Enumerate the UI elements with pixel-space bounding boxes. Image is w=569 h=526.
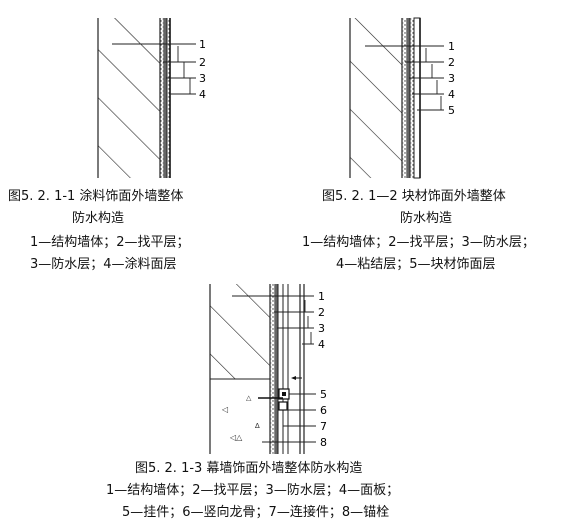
fig2-caption-subtitle: 防水构造 [400, 211, 453, 226]
fig3-callout-numbers: 1 2 3 4 5 6 7 8 [318, 290, 327, 449]
fig1-callout-1: 1 [199, 38, 206, 51]
fig3-waterproof-layer [275, 284, 278, 454]
figure-2-drawing [349, 17, 444, 179]
fig2-waterproof-layer [407, 18, 410, 178]
fig3-leader-4 [302, 332, 314, 345]
fig1-leveling-layer [160, 18, 164, 178]
fig2-leveling-layer [402, 18, 407, 178]
svg-text:△: △ [246, 394, 252, 402]
fig3-connector [278, 401, 288, 411]
fig2-legend-line1: 1—结构墙体；2—找平层；3—防水层； [302, 235, 535, 250]
fig1-caption-subtitle: 防水构造 [72, 211, 125, 226]
fig2-legend-line2: 4—粘结层；5—块材饰面层 [336, 257, 496, 272]
fig2-leader-4 [412, 80, 444, 95]
fig1-callout-3: 3 [199, 72, 206, 85]
fig1-waterproof-layer [164, 18, 167, 178]
fig2-callout-4: 4 [448, 88, 455, 101]
fig2-tile-layer [413, 17, 421, 179]
fig3-leveling-layer [270, 284, 275, 454]
fig2-leader-2 [405, 48, 444, 63]
fig1-legend-line2: 3—防水层；4—涂料面层 [30, 257, 177, 272]
fig1-callout-numbers: 1 2 3 4 [199, 38, 206, 101]
fig3-callout-2: 2 [318, 306, 325, 319]
fig2-callout-5: 5 [448, 104, 455, 117]
fig2-callout-3: 3 [448, 72, 455, 85]
fig2-leader-3 [409, 64, 444, 79]
fig1-callout-4: 4 [199, 88, 206, 101]
svg-text:◁△: ◁△ [229, 433, 243, 442]
fig1-caption-title: 图5. 2. 1-1 涂料饰面外墙整体 [8, 189, 184, 204]
svg-text:◁: ◁ [221, 405, 228, 414]
fig3-callout-7: 7 [320, 420, 327, 433]
fig3-callout-5: 5 [320, 388, 327, 401]
fig2-callout-1: 1 [448, 40, 455, 53]
fig1-structural-wall [98, 18, 160, 178]
fig3-callout-8: 8 [320, 436, 327, 449]
fig3-callout-3: 3 [318, 322, 325, 335]
fig2-caption-title: 图5. 2. 1—2 块材饰面外墙整体 [322, 189, 506, 204]
fig2-bonding-layer [410, 18, 414, 178]
fig3-legend-line2: 5—挂件；6—竖向龙骨；7—连接件；8—锚栓 [122, 505, 390, 520]
figure-1-drawing [97, 18, 196, 178]
fig3-concrete-zone [210, 379, 270, 454]
fig2-leader-5 [417, 96, 444, 111]
fig2-callout-2: 2 [448, 56, 455, 69]
fig1-legend-line1: 1—结构墙体；2—找平层； [30, 235, 190, 250]
fig3-legend-line1: 1—结构墙体；2—找平层；3—防水层；4—面板； [106, 483, 400, 498]
fig3-structural-wall [210, 284, 270, 379]
fig1-leader-4 [169, 78, 196, 95]
svg-text:∆: ∆ [254, 422, 260, 430]
fig3-callout-6: 6 [320, 404, 327, 417]
fig3-callout-1: 1 [318, 290, 325, 303]
fig1-paint-layer [167, 18, 170, 178]
fig3-leader-3 [277, 316, 314, 329]
fig2-callout-numbers: 1 2 3 4 5 [448, 40, 455, 117]
fig1-callout-2: 2 [199, 56, 206, 69]
fig3-callout-4: 4 [318, 338, 325, 351]
fig2-structural-wall [350, 18, 402, 178]
fig3-leader-2 [274, 300, 314, 313]
fig1-leader-3 [166, 62, 196, 79]
fig3-caption-title: 图5. 2. 1-3 幕墙饰面外墙整体防水构造 [135, 461, 363, 476]
figure-3-drawing: ◁ △ ◁△ ∆ [209, 284, 316, 454]
